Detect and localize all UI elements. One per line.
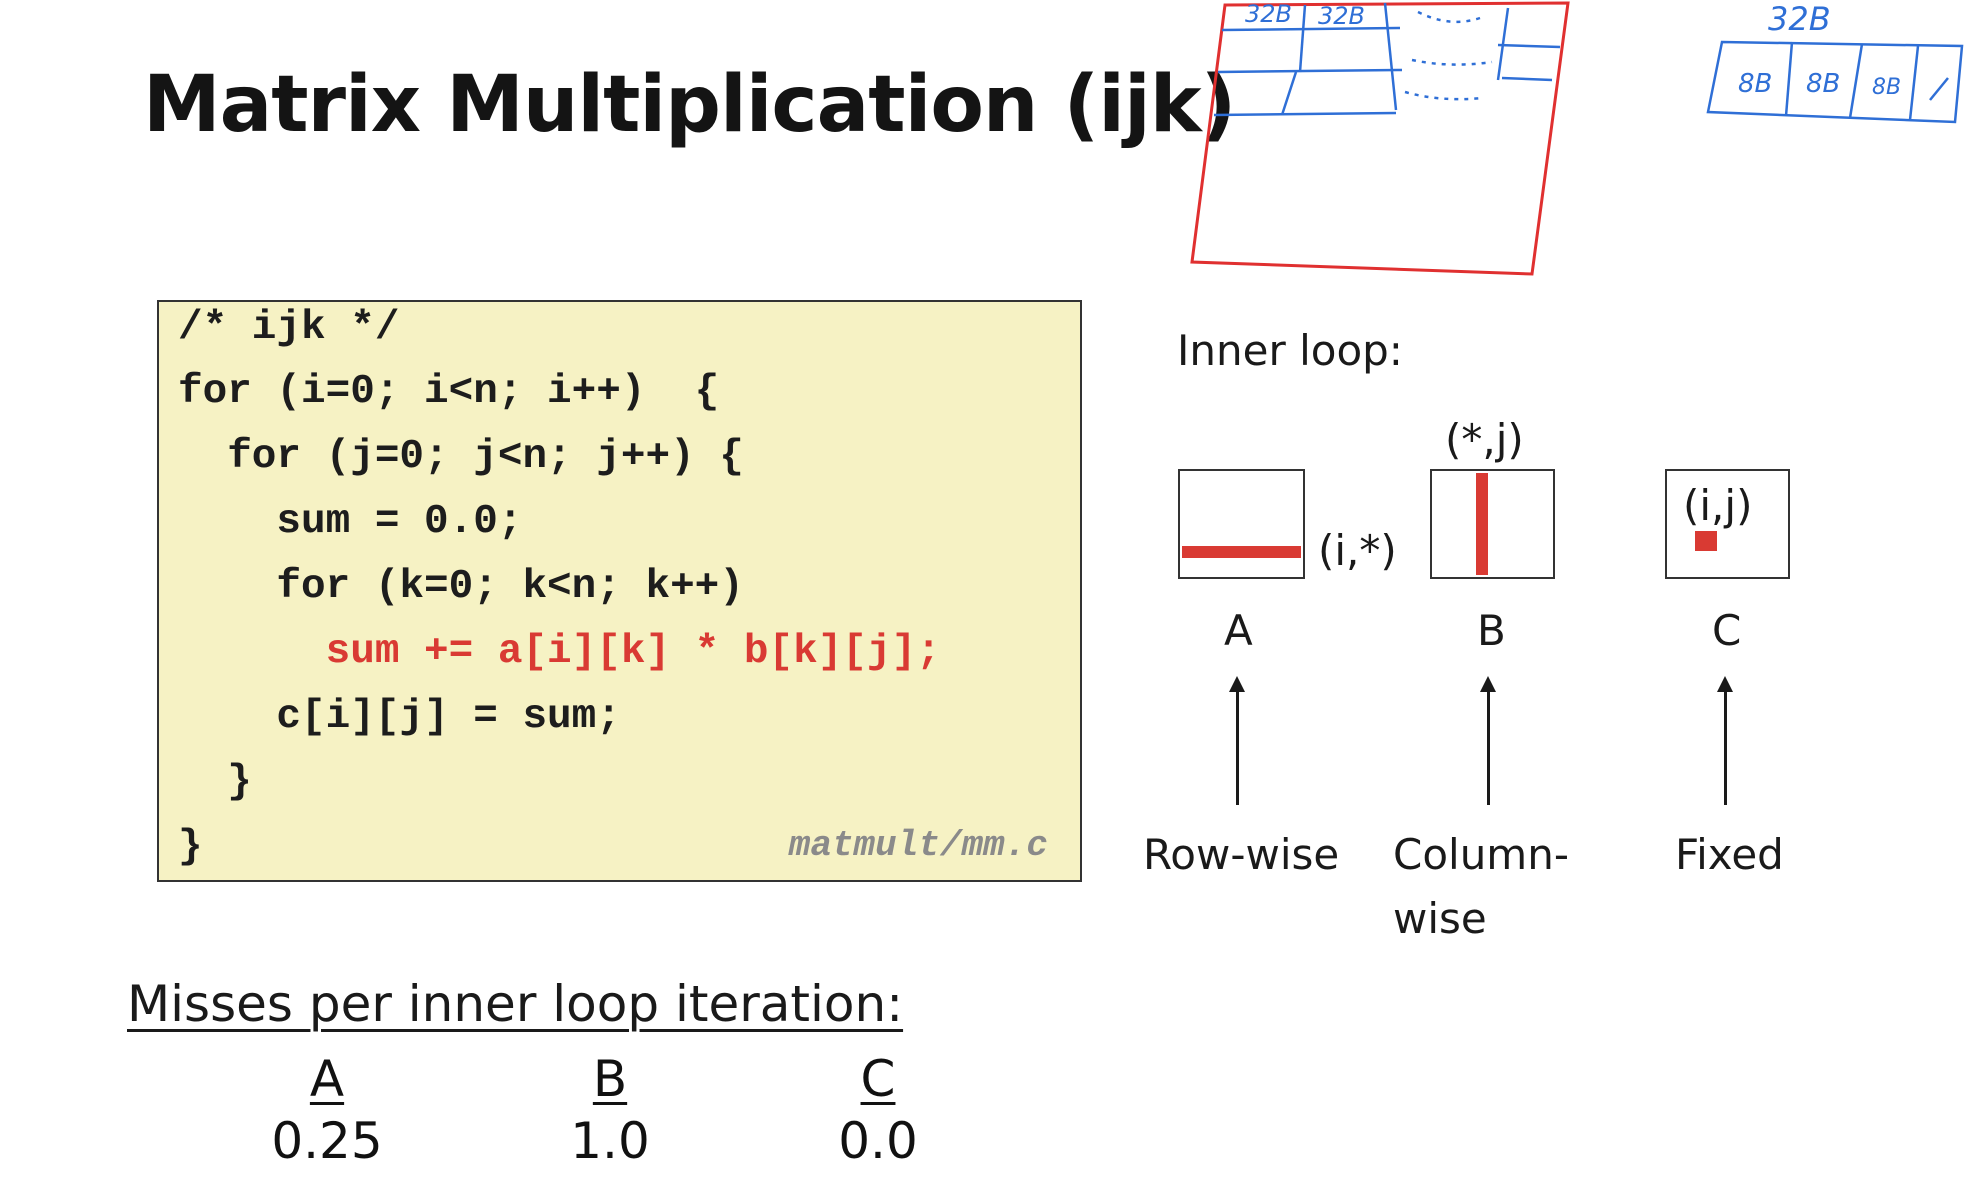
element-highlight: [1695, 531, 1717, 551]
code-line: }: [178, 759, 252, 805]
matrix-c-label: C: [1712, 606, 1742, 655]
cache-line-sketch: [1706, 40, 1964, 124]
misses-value: 0.0: [838, 1112, 918, 1170]
word-label: 8B: [1872, 75, 1901, 100]
word-label: 8B: [1738, 69, 1772, 99]
misses-column-c: C 0.0: [778, 1050, 978, 1170]
code-listing: /* ijk */ for (i=0; i<n; i++) { for (j=0…: [157, 300, 1082, 882]
arrow-up-icon: [1717, 676, 1733, 805]
slide-title: Matrix Multiplication (ijk): [143, 60, 1236, 150]
block-label: 32B: [1318, 2, 1365, 30]
line-size-label: 32B: [1768, 0, 1831, 38]
matrix-c-diagram: (i,j): [1665, 469, 1790, 579]
code-line: c[i][j] = sum;: [178, 694, 621, 740]
code-line-highlighted: sum += a[i][k] * b[k][j];: [178, 629, 941, 675]
matrix-a-label: A: [1224, 606, 1253, 655]
misses-column-b: B 1.0: [510, 1050, 710, 1170]
inner-loop-heading: Inner loop:: [1177, 326, 1403, 375]
cache-block-sketch: [1213, 2, 1561, 117]
matrix-c-access: Fixed: [1675, 830, 1784, 879]
code-line: }: [178, 824, 203, 870]
misses-column-a: A 0.25: [227, 1050, 427, 1170]
column-highlight: [1476, 473, 1488, 575]
misses-label: A: [309, 1050, 345, 1108]
matrix-sketch-outline: [1190, 1, 1570, 276]
code-line: sum = 0.0;: [178, 499, 523, 545]
code-line: for (k=0; k<n; k++): [178, 564, 744, 610]
matrix-c-coord: (i,j): [1683, 481, 1753, 530]
matrix-a-diagram: [1178, 469, 1305, 579]
matrix-b-diagram: [1430, 469, 1555, 579]
misses-heading: Misses per inner loop iteration:: [127, 975, 904, 1033]
handwritten-annotation: 32B 32B 32B 8B 8B 8B: [1190, 0, 1964, 276]
matrix-a-coord: (i,*): [1318, 526, 1397, 575]
block-label: 32B: [1245, 0, 1292, 28]
row-highlight: [1182, 546, 1301, 558]
misses-label: B: [592, 1050, 628, 1108]
code-line: for (j=0; j<n; j++) {: [178, 434, 744, 480]
code-line: /* ijk */: [178, 305, 400, 351]
word-label: 8B: [1806, 69, 1840, 99]
misses-label: C: [860, 1050, 896, 1108]
matrix-a-access: Row-wise: [1143, 830, 1340, 879]
matrix-b-label: B: [1477, 606, 1506, 655]
source-filename: matmult/mm.c: [788, 825, 1048, 866]
code-line: for (i=0; i<n; i++) {: [178, 369, 720, 415]
pen-icon: [1929, 77, 1949, 101]
misses-value: 0.25: [271, 1112, 383, 1170]
arrow-up-icon: [1229, 676, 1245, 805]
matrix-b-access: Column- wise: [1393, 830, 1569, 943]
arrow-up-icon: [1480, 676, 1496, 805]
misses-value: 1.0: [570, 1112, 650, 1170]
matrix-b-coord: (*,j): [1445, 415, 1524, 464]
